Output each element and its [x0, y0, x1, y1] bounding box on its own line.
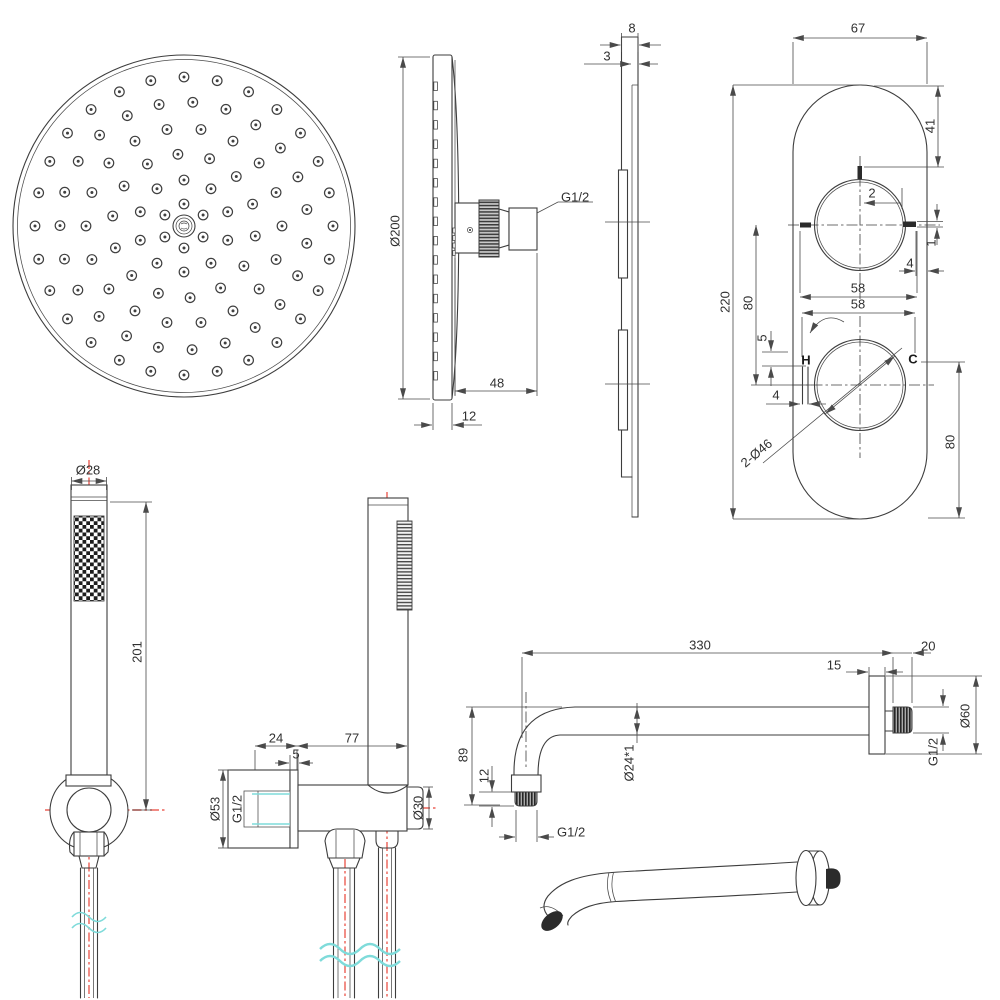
- hand-shower-dimensions: Ø28 201: [71, 462, 152, 811]
- head-face-outer-rim: [12, 54, 356, 398]
- head-connector: [452, 199, 538, 258]
- dim-valve-width: 67: [851, 20, 865, 35]
- head-side-dimensions: Ø200 G1/2 48 12: [387, 56, 593, 430]
- dim-hot-mark-width: 4: [772, 387, 779, 402]
- dim-head-diameter: Ø200: [387, 215, 402, 247]
- dim-plate-thickness: 5: [292, 746, 299, 761]
- dim-wall-depth: 20: [921, 638, 935, 653]
- dim-head-thread: G1/2: [561, 189, 589, 204]
- plate-profile-outline: [605, 36, 650, 518]
- dim-panel-thickness: 3: [603, 48, 610, 63]
- dim-mark-offset: 2: [868, 185, 875, 200]
- wall-thread-nipple: [892, 706, 913, 734]
- valve-plate-profile-view: 8 3: [584, 20, 661, 518]
- hot-label: H: [801, 352, 810, 367]
- lower-knob-profile: [617, 329, 629, 431]
- arm-tube-3d: [539, 861, 798, 926]
- dim-head-thickness: 12: [462, 408, 476, 423]
- spray-face: [73, 515, 105, 602]
- shower-arm-side-view: 330 20 15 Ø60 G1/2 89: [455, 637, 982, 842]
- dim-head-depth: 48: [490, 375, 504, 390]
- dim-hot-mark-height: 5: [754, 334, 769, 341]
- arm-wall-flange: [868, 675, 886, 755]
- nozzle-pattern: [29, 71, 339, 381]
- dim-profile-thickness: 8: [628, 20, 635, 35]
- shower-arm-perspective-view: [539, 849, 841, 931]
- dim-arm-length: 330: [689, 637, 711, 652]
- inlet-socket: [243, 790, 291, 828]
- dim-knob-diameter: 2-Ø46: [738, 436, 775, 471]
- holder-end-cap: [406, 786, 424, 830]
- overhead-shower-side-view: Ø200 G1/2 48 12: [387, 54, 593, 430]
- spray-band-side: [396, 520, 413, 611]
- holder-hoses: [324, 828, 399, 999]
- dim-holder-thread: G1/2: [229, 795, 244, 823]
- valve-front-view: 67 220 80 41 2 1 4: [717, 20, 965, 520]
- upper-knob-right-mark: [903, 221, 916, 227]
- hose-break-wave-1: [71, 911, 107, 923]
- dim-mark-to-edge: 4: [906, 255, 913, 270]
- head-face-inner-rim: [17, 59, 351, 393]
- dim-span-lower: 58: [851, 296, 865, 311]
- dim-flange-thickness: 15: [827, 657, 841, 672]
- dim-body-diameter: Ø30: [410, 796, 425, 821]
- handle-end-cap: [65, 774, 112, 787]
- dim-flange-diameter: Ø53: [207, 797, 222, 822]
- dim-outlet-thread: G1/2: [557, 824, 585, 839]
- flange-front-face: [795, 849, 817, 907]
- dim-top-to-mark: 41: [922, 119, 937, 133]
- rotation-arrow: [809, 317, 845, 334]
- holder-break-wave-1: [319, 942, 401, 956]
- outlet-collar: [510, 774, 542, 793]
- dim-hand-shower-diameter: Ø28: [76, 462, 101, 477]
- dim-bottom-offset: 80: [942, 435, 957, 449]
- cold-label: C: [908, 351, 918, 366]
- overhead-shower-face-view: [12, 54, 356, 398]
- dim-hand-shower-length: 201: [129, 641, 144, 663]
- arm-outline: [510, 675, 913, 807]
- upper-knob-profile: [617, 169, 629, 279]
- dim-valve-height: 220: [717, 291, 732, 313]
- outlet-thread: [514, 791, 538, 807]
- holder-side-view: 24 77 5 Ø53 G1/2 Ø30: [207, 492, 437, 999]
- plate-profile-dimensions: 8 3: [584, 20, 661, 67]
- wall-bracket: [227, 769, 424, 849]
- dim-body-length: 77: [345, 730, 359, 745]
- outlet-thread-3d: [541, 911, 563, 931]
- arm-dimensions: 330 20 15 Ø60 G1/2 89: [455, 637, 982, 842]
- knob-index-marks: [800, 166, 916, 405]
- knurled-ring: [478, 199, 500, 258]
- dim-tube-spec: Ø24*1: [621, 745, 636, 782]
- ring-clamp: [68, 831, 110, 869]
- wall-plate: [289, 769, 299, 849]
- upper-knob-left-mark: [800, 222, 811, 228]
- dim-thread-length: 12: [476, 769, 491, 783]
- dim-socket-depth: 24: [269, 730, 283, 745]
- holder-body: [297, 784, 408, 832]
- holder-break-wave-2: [319, 954, 401, 968]
- hose-nut: [324, 828, 366, 859]
- dim-drop-height: 89: [455, 748, 470, 762]
- swivel-ball: [66, 787, 112, 833]
- head-face-center-hub: [172, 214, 196, 238]
- wall-nipple-3d: [826, 868, 841, 889]
- dim-wall-thread: G1/2: [925, 738, 940, 766]
- dim-arm-flange-diameter: Ø60: [957, 704, 972, 729]
- dim-knob-spacing: 80: [740, 296, 755, 310]
- hose-break-wave-2: [71, 922, 107, 934]
- thread-sleeve: [508, 207, 538, 251]
- nozzle-profile-ticks: [433, 81, 438, 381]
- dim-mark-thickness: 1: [923, 239, 938, 246]
- upper-knob-top-mark: [857, 166, 862, 179]
- hand-shower-front-view: Ø28 201: [45, 460, 165, 999]
- dim-span-upper: 58: [851, 280, 865, 295]
- holder-dimensions: 24 77 5 Ø53 G1/2 Ø30: [207, 730, 433, 849]
